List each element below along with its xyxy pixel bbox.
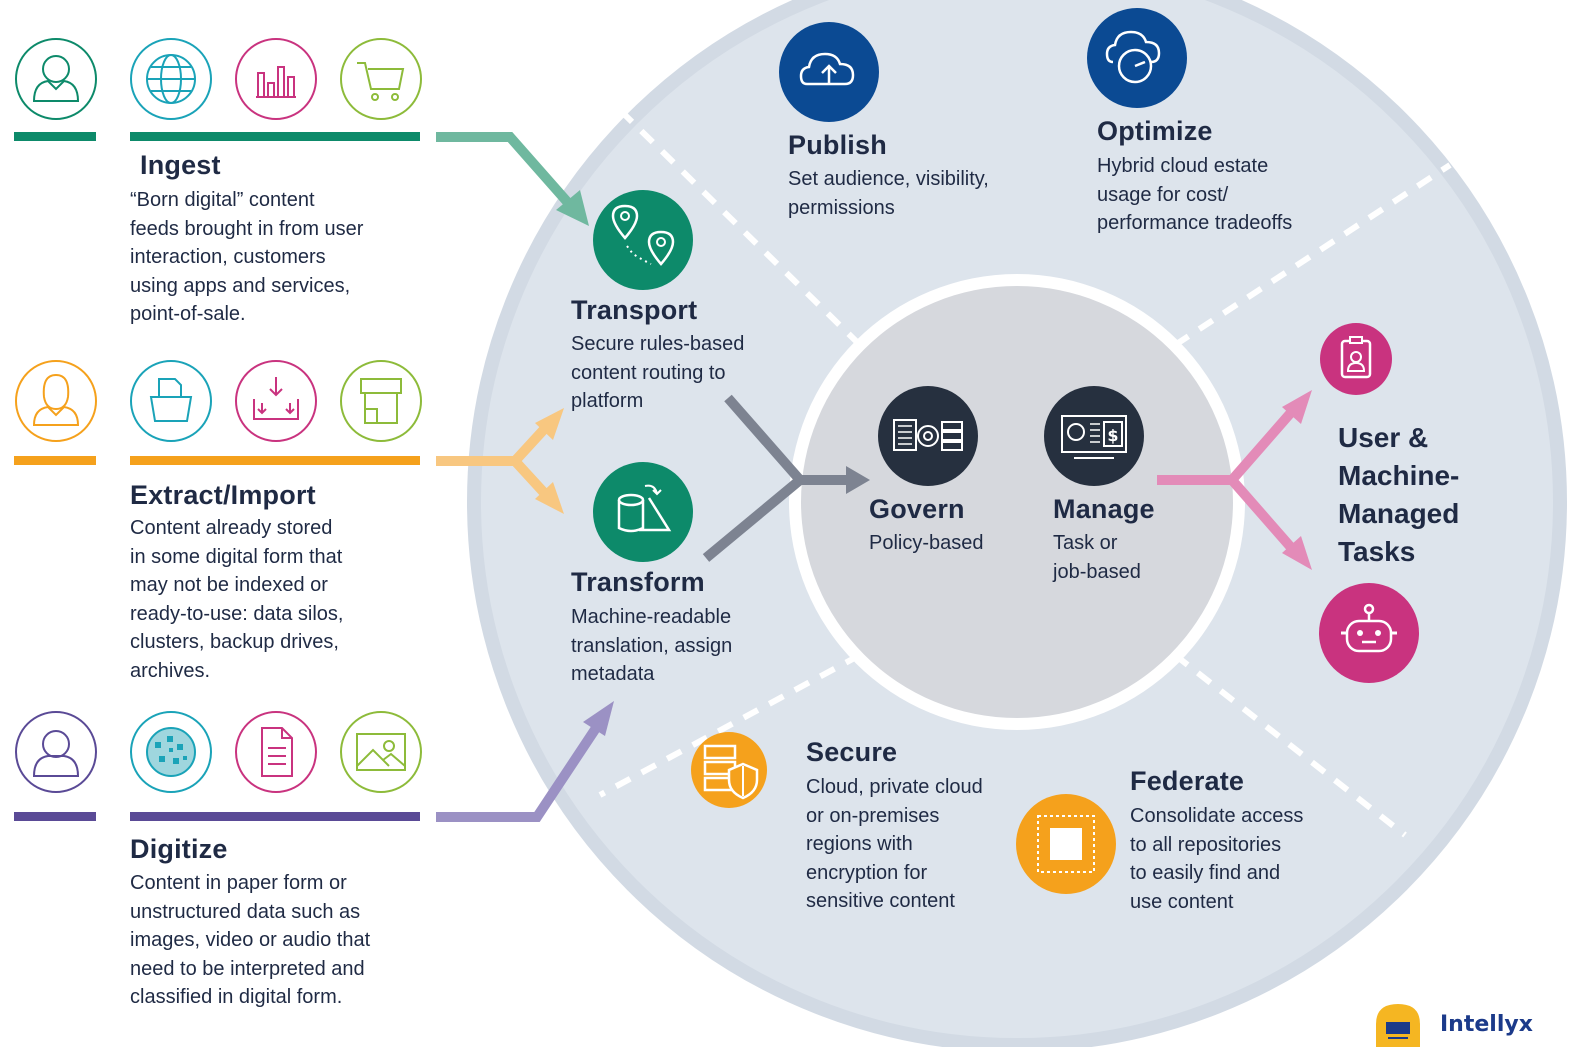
ring-to-center-arrow	[702, 394, 870, 562]
pixel-globe-icon	[130, 711, 212, 793]
extract-user-icon	[15, 360, 97, 442]
map-pins-icon	[593, 190, 693, 290]
secure-title: Secure	[806, 737, 898, 767]
ingest-description: “Born digital” content feeds brought in …	[130, 189, 364, 325]
digitize-bar-short	[14, 812, 96, 821]
transform-title: Transform	[571, 567, 705, 597]
robot-icon	[1319, 583, 1419, 683]
ingest-title: Ingest	[140, 150, 221, 180]
shopping-cart-icon	[340, 38, 422, 120]
ingest-bar-long	[130, 132, 420, 141]
optimize-title: Optimize	[1097, 116, 1213, 146]
center-circle	[801, 286, 1233, 718]
govern-title: Govern	[869, 494, 965, 524]
govern-description: Policy-based	[869, 532, 984, 554]
ring-dividers	[598, 112, 1452, 838]
import-tray-icon	[235, 360, 317, 442]
clipboard-user-icon	[1320, 323, 1392, 395]
extract-bar-long	[130, 456, 420, 465]
manage-dashboard-icon: $	[1044, 386, 1144, 486]
manage-title: Manage	[1053, 494, 1155, 524]
digitize-description: Content in paper form or unstructured da…	[130, 872, 371, 1008]
extract-description: Content already stored in some digital f…	[130, 517, 344, 682]
manage-description: Task or job-based	[1053, 532, 1141, 583]
transport-description: Secure rules-based content routing to pl…	[571, 333, 745, 412]
intellyx-logo-icon	[1376, 1004, 1420, 1047]
transform-description: Machine-readable translation, assign met…	[571, 606, 733, 685]
output-arrow	[1157, 390, 1312, 570]
ingest-arrow	[436, 132, 589, 226]
transport-title: Transport	[571, 295, 698, 325]
secure-description: Cloud, private cloud or on-premises regi…	[806, 776, 983, 912]
folder-icon	[130, 360, 212, 442]
digitize-user-icon	[15, 711, 97, 793]
shapes-transform-icon	[593, 462, 693, 562]
federate-title: Federate	[1130, 766, 1245, 796]
ingest-bar-short	[14, 132, 96, 141]
publish-description: Set audience, visibility, permissions	[788, 168, 989, 219]
image-icon	[340, 711, 422, 793]
federate-square-icon	[1016, 794, 1116, 894]
output-title: User & Machine- Managed Tasks	[1338, 422, 1460, 567]
optimize-description: Hybrid cloud estate usage for cost/ perf…	[1097, 155, 1293, 234]
logo-text: Intellyx	[1440, 1012, 1533, 1037]
extract-bar-short	[14, 456, 96, 465]
document-icon	[235, 711, 317, 793]
govern-settings-icon	[878, 386, 978, 486]
digitize-bar-long	[130, 812, 420, 821]
extract-title: Extract/Import	[130, 480, 316, 510]
extract-arrow	[436, 408, 564, 514]
bar-chart-icon	[235, 38, 317, 120]
secure-server-icon	[691, 732, 767, 808]
globe-icon	[130, 38, 212, 120]
ingest-user-icon	[15, 38, 97, 120]
cloud-gauge-icon	[1087, 8, 1187, 108]
cloud-upload-icon	[779, 22, 879, 122]
publish-title: Publish	[788, 130, 887, 160]
digitize-title: Digitize	[130, 834, 228, 864]
federate-description: Consolidate access to all repositories t…	[1130, 805, 1304, 913]
digitize-arrow	[436, 701, 614, 822]
archive-box-icon	[340, 360, 422, 442]
svg-text:$: $	[1107, 426, 1118, 445]
